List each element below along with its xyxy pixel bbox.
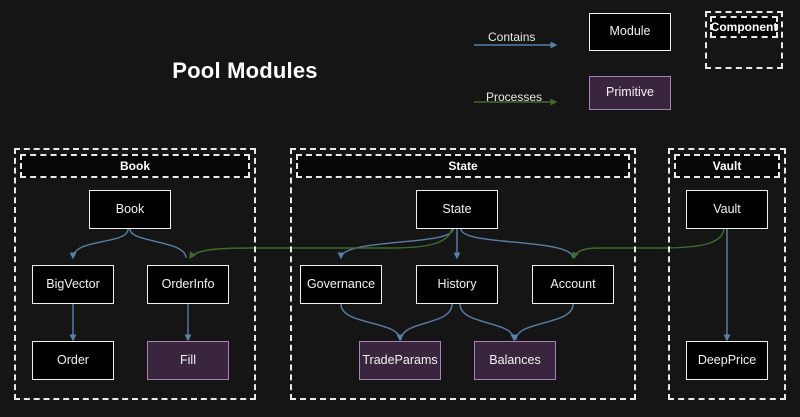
node-vault[interactable]: Vault bbox=[686, 190, 768, 229]
group-book-header: Book bbox=[20, 154, 250, 178]
legend-arrow-layer bbox=[474, 41, 558, 106]
node-tradeparams[interactable]: TradeParams bbox=[359, 341, 441, 380]
node-book[interactable]: Book bbox=[89, 190, 171, 229]
page-title: Pool Modules bbox=[172, 58, 318, 83]
legend-primitive-sample: Primitive bbox=[589, 76, 671, 110]
node-order[interactable]: Order bbox=[32, 341, 114, 380]
legend-component-sample-header: Component bbox=[710, 16, 778, 38]
legend-module-sample: Module bbox=[589, 13, 671, 51]
node-state[interactable]: State bbox=[416, 190, 498, 229]
group-state[interactable]: State bbox=[290, 148, 636, 400]
group-vault[interactable]: Vault bbox=[668, 148, 786, 400]
group-vault-header: Vault bbox=[674, 154, 780, 178]
node-orderinfo[interactable]: OrderInfo bbox=[147, 265, 229, 304]
node-fill[interactable]: Fill bbox=[147, 341, 229, 380]
legend-processes-label: Processes bbox=[486, 90, 543, 104]
node-governance[interactable]: Governance bbox=[300, 265, 382, 304]
node-history[interactable]: History bbox=[416, 265, 498, 304]
legend-component-sample: Component bbox=[705, 11, 783, 69]
node-balances[interactable]: Balances bbox=[474, 341, 556, 380]
group-book[interactable]: Book bbox=[14, 148, 256, 400]
node-account[interactable]: Account bbox=[532, 265, 614, 304]
legend-contains-label: Contains bbox=[488, 30, 536, 44]
node-bigvector[interactable]: BigVector bbox=[32, 265, 114, 304]
node-deepprice[interactable]: DeepPrice bbox=[686, 341, 768, 380]
group-state-header: State bbox=[296, 154, 630, 178]
